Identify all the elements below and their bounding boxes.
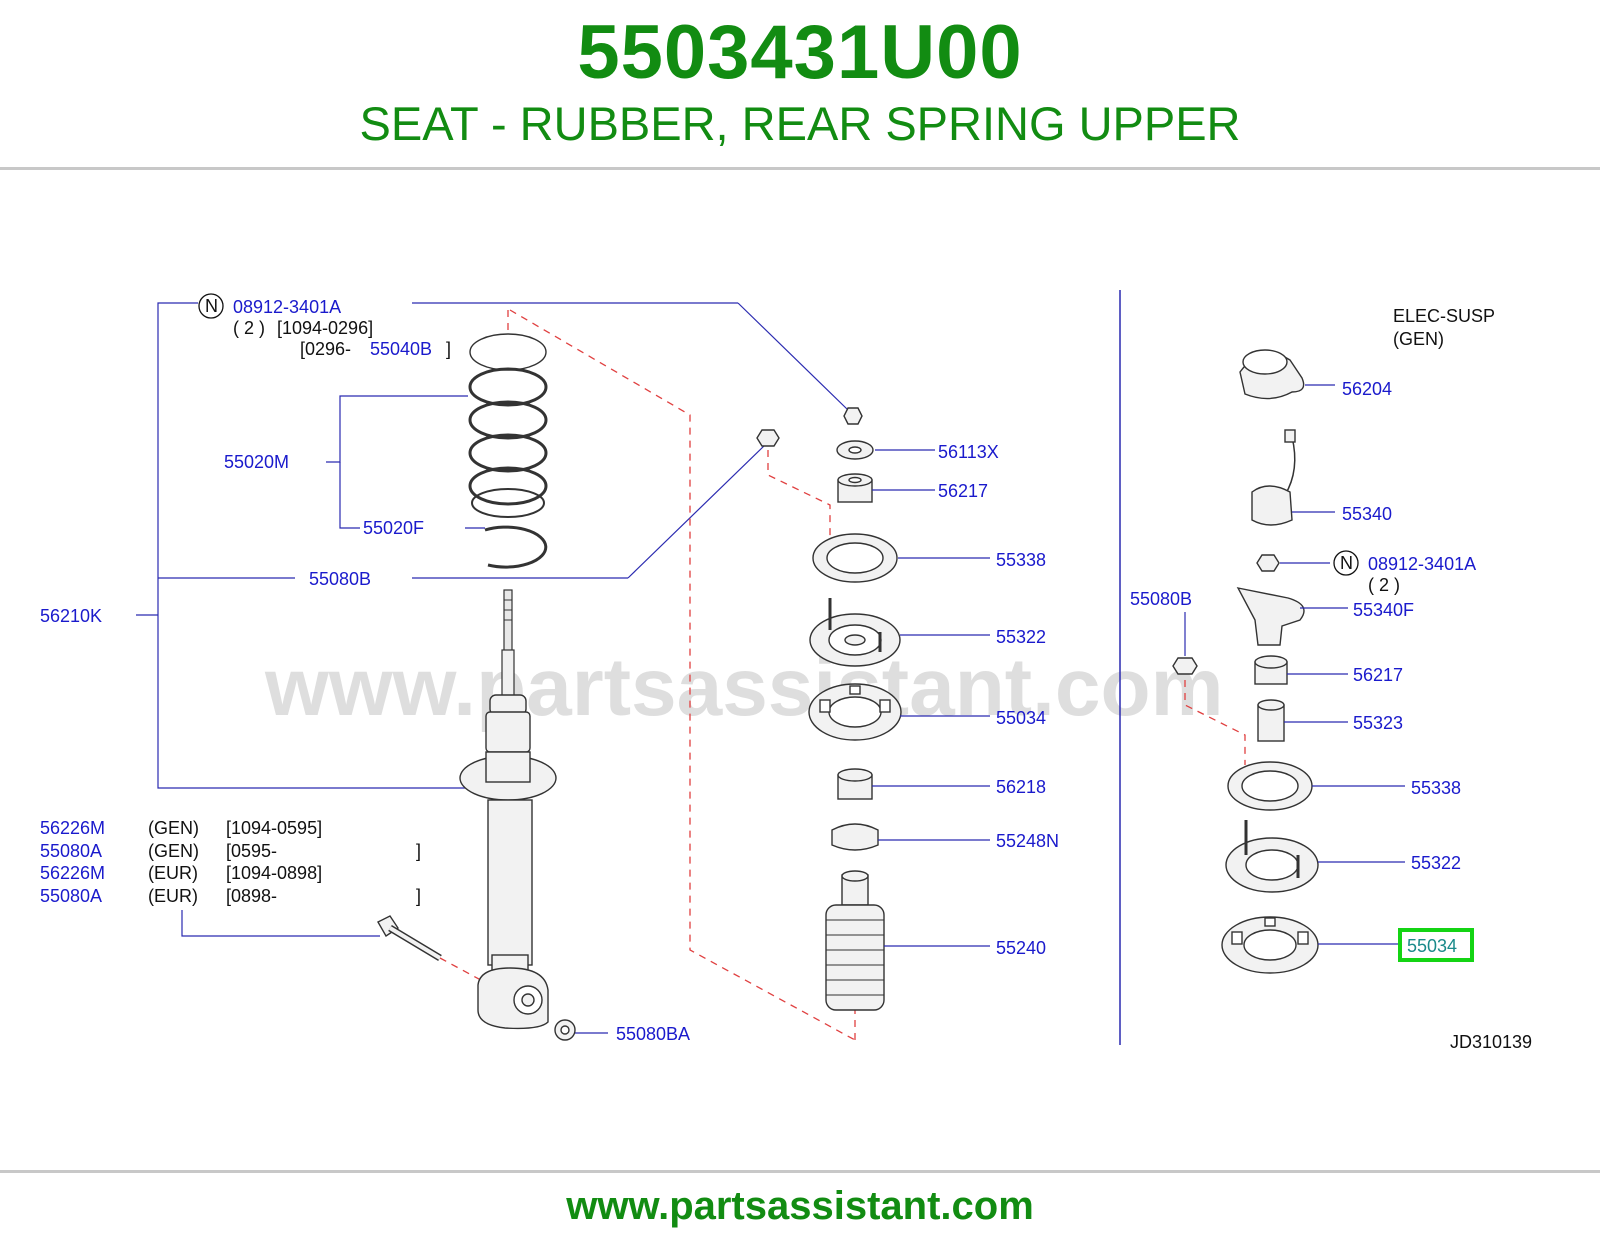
variant-row-4-market: (EUR) <box>148 886 198 906</box>
label-55020m[interactable]: 55020M <box>224 452 289 472</box>
label-55338[interactable]: 55338 <box>996 550 1046 570</box>
coil-spring <box>468 333 548 518</box>
variant-row-2-range: [0595- <box>226 841 277 861</box>
part-number-title: 5503431U00 <box>577 10 1023 95</box>
label-56218[interactable]: 56218 <box>996 777 1046 797</box>
label-nut-range: [1094-0296] <box>277 318 373 338</box>
label-55322[interactable]: 55322 <box>996 627 1046 647</box>
center-leader-lines <box>872 449 990 947</box>
label-56217[interactable]: 56217 <box>938 481 988 501</box>
washer-56113x <box>836 440 874 460</box>
label-nut-qty: ( 2 ) <box>233 318 265 338</box>
lower-bolt <box>377 915 442 962</box>
right-n-symbol: N <box>1340 553 1353 573</box>
label-right-55322[interactable]: 55322 <box>1411 853 1461 873</box>
highlighted-part-box <box>1398 928 1474 962</box>
header: 5503431U00 SEAT - RUBBER, REAR SPRING UP… <box>0 0 1600 170</box>
spring-seat-ring <box>484 525 548 569</box>
right-leader-lines <box>1184 384 1405 945</box>
label-55040b[interactable]: 55040B <box>370 339 432 359</box>
label-spring-range-suffix: ] <box>446 339 451 359</box>
actuator-55340 <box>1251 429 1296 526</box>
seat-rubber-right-55034 <box>1221 916 1319 974</box>
variant-row-4-range: [0898- <box>226 886 277 906</box>
label-right-55080b[interactable]: 55080B <box>1130 589 1192 609</box>
label-56113x[interactable]: 56113X <box>938 442 999 462</box>
spacer-55323 <box>1257 699 1285 742</box>
label-55080ba[interactable]: 55080BA <box>616 1024 690 1044</box>
alignment-dashes <box>439 309 1246 1041</box>
lower-nut <box>554 1019 576 1041</box>
shock-absorber <box>459 589 557 1030</box>
variant-row-4-part[interactable]: 55080A <box>40 886 102 906</box>
variant-row-2-part[interactable]: 55080A <box>40 841 102 861</box>
label-55248n[interactable]: 55248N <box>996 831 1059 851</box>
variant-row-3-range: [1094-0898] <box>226 863 322 883</box>
label-right-56217[interactable]: 56217 <box>1353 665 1403 685</box>
bushing-56218 <box>837 768 873 800</box>
upper-nut <box>843 407 863 425</box>
right-panel-title-line2: (GEN) <box>1393 329 1444 349</box>
part-description: SEAT - RUBBER, REAR SPRING UPPER <box>359 97 1241 150</box>
label-right-56204[interactable]: 56204 <box>1342 379 1392 399</box>
right-panel-title-line1: ELEC-SUSP <box>1393 306 1495 326</box>
variant-row-1-range: [1094-0595] <box>226 818 322 838</box>
variant-row-2-close: ] <box>416 841 421 861</box>
label-55080b[interactable]: 55080B <box>309 569 371 589</box>
watermark: www.partsassistant.com <box>264 642 1224 733</box>
seat-rubber-55034-center <box>808 683 902 741</box>
bottom-divider <box>0 1170 1600 1173</box>
nut-right <box>1256 554 1280 572</box>
footer-url[interactable]: www.partsassistant.com <box>566 1184 1034 1228</box>
label-55240[interactable]: 55240 <box>996 938 1046 958</box>
label-56210k[interactable]: 56210K <box>40 606 102 626</box>
label-08912-3401a[interactable]: 08912-3401A <box>233 297 341 317</box>
label-right-55340[interactable]: 55340 <box>1342 504 1392 524</box>
label-right-55323[interactable]: 55323 <box>1353 713 1403 733</box>
variant-row-1-market: (GEN) <box>148 818 199 838</box>
diagram-code: JD310139 <box>1450 1032 1532 1052</box>
bushing-56217 <box>837 473 873 503</box>
label-right-08912-3401a[interactable]: 08912-3401A <box>1368 554 1476 574</box>
right-n-symbol-circle <box>1333 550 1359 576</box>
insulator-55338 <box>812 533 898 583</box>
bolt-nut-right-55080b <box>1172 657 1198 675</box>
nut-n-symbol: N <box>205 296 218 316</box>
variant-table: 56226M (GEN) [1094-0595] 55080A (GEN) [0… <box>40 818 421 906</box>
dust-boot-55240 <box>825 870 885 1011</box>
top-divider <box>0 167 1600 170</box>
mount-right-55322 <box>1225 820 1319 893</box>
label-right-55340f[interactable]: 55340F <box>1353 600 1414 620</box>
label-right-55034-highlighted[interactable]: 55034 <box>1407 936 1457 956</box>
label-55034[interactable]: 55034 <box>996 708 1046 728</box>
bolt-nut-55080b <box>756 429 780 447</box>
nut-n-symbol-circle <box>198 293 224 319</box>
variant-row-1-part[interactable]: 56226M <box>40 818 105 838</box>
variant-row-2-market: (GEN) <box>148 841 199 861</box>
label-spring-range-prefix: [0296- <box>300 339 351 359</box>
label-right-55338[interactable]: 55338 <box>1411 778 1461 798</box>
bracket-55340f <box>1236 587 1305 646</box>
variant-row-4-close: ] <box>416 886 421 906</box>
label-55020f[interactable]: 55020F <box>363 518 424 538</box>
cap-56204 <box>1239 349 1305 400</box>
mount-55322 <box>809 598 901 667</box>
variant-row-3-market: (EUR) <box>148 863 198 883</box>
bound-bumper-55248n <box>831 823 879 851</box>
insulator-right-55338 <box>1227 761 1313 811</box>
left-bracket-lines <box>136 302 849 1034</box>
bushing-right-56217 <box>1254 655 1288 685</box>
variant-row-3-part[interactable]: 56226M <box>40 863 105 883</box>
label-right-nut-qty: ( 2 ) <box>1368 575 1400 595</box>
